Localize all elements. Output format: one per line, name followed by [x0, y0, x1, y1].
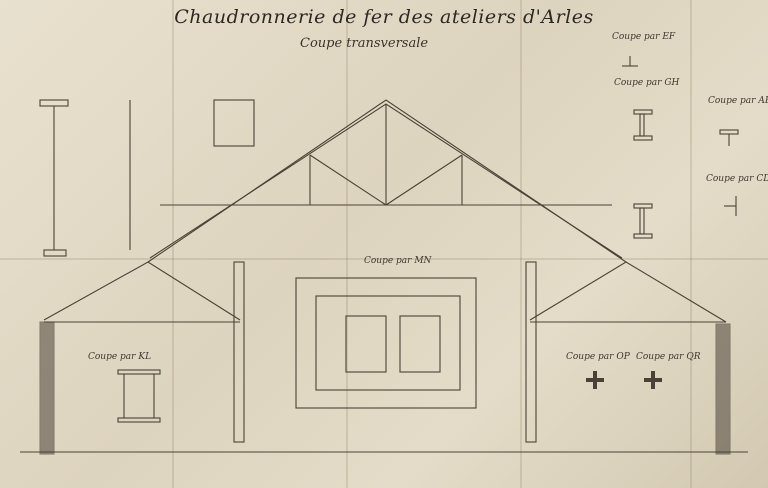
right-wall [715, 323, 731, 455]
left-lean-to-roof [43, 261, 241, 321]
left-wall [39, 321, 55, 455]
fold-crease-vertical-3 [520, 0, 522, 488]
fold-crease-vertical-4 [690, 0, 692, 488]
label-coupe-qr: Coupe par QR [636, 352, 701, 362]
label-coupe-op: Coupe par OP [566, 352, 630, 362]
label-coupe-gh: Coupe par GH [614, 78, 680, 88]
drawing-subtitle: Coupe transversale [300, 36, 429, 51]
right-lean-to-roof [529, 261, 727, 323]
label-coupe-mn: Coupe par MN [364, 256, 432, 266]
label-coupe-ef: Coupe par EF [612, 32, 676, 42]
fold-crease-vertical-2 [346, 0, 348, 488]
fold-crease-vertical-1 [172, 0, 174, 488]
label-coupe-kl: Coupe par KL [88, 352, 152, 362]
label-coupe-cd: Coupe par CD [706, 174, 768, 184]
drawing-title: Chaudronnerie de fer des ateliers d'Arle… [174, 6, 594, 28]
label-coupe-ab: Coupe par AB [708, 96, 768, 106]
main-roof-outline [147, 99, 627, 263]
fold-crease-horizontal [0, 258, 768, 260]
central-plan-frame [295, 277, 477, 409]
